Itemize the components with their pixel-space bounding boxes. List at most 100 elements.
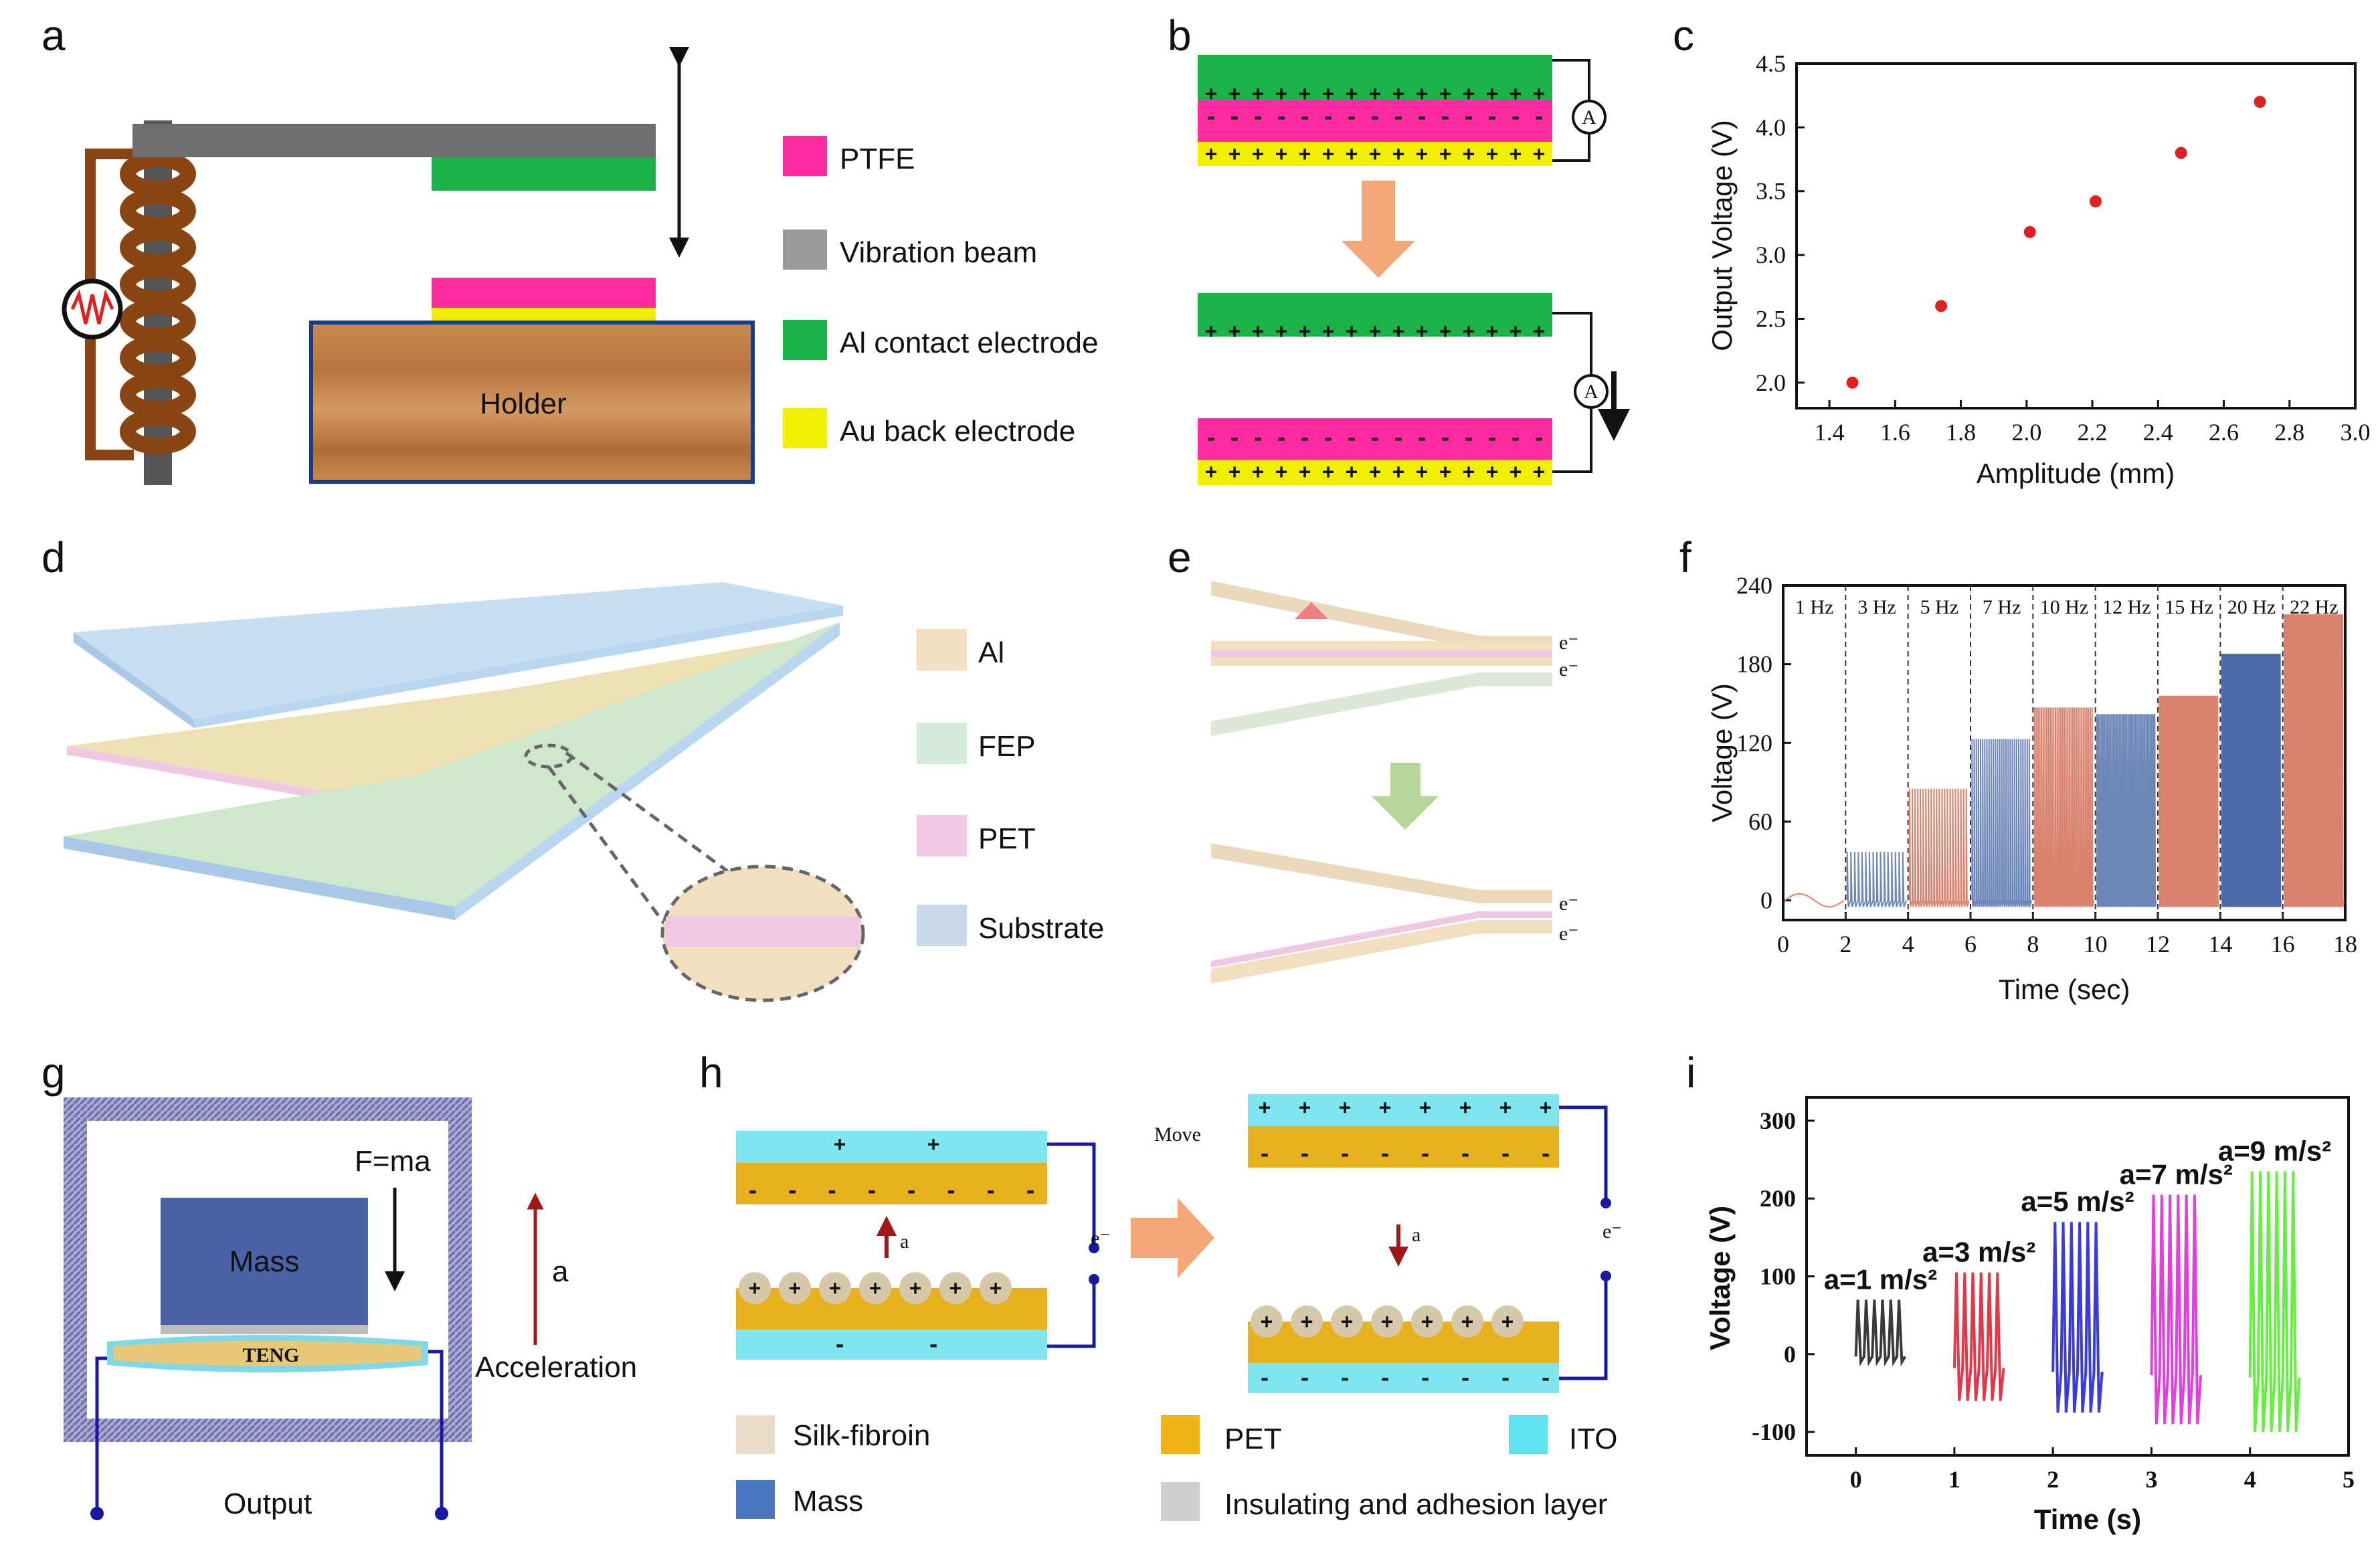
charge-sign: + — [1463, 460, 1475, 484]
electron-label-1: e⁻ — [1559, 632, 1578, 654]
charge-sign: + — [1419, 1096, 1431, 1119]
charge-sign: - — [1205, 106, 1217, 129]
y-tick-label: 4.0 — [1756, 114, 1786, 141]
x-tick-label: 0 — [1777, 931, 1789, 958]
x-tick-label: 6 — [1964, 931, 1977, 958]
charge-sign: - — [1486, 427, 1498, 450]
x-tick-label: 2.4 — [2143, 419, 2173, 446]
charge-sign: - — [1299, 1367, 1311, 1390]
al-electrode — [432, 157, 656, 191]
teng-label: TENG — [242, 1344, 299, 1366]
charge-sign: + — [990, 1277, 1002, 1300]
charge-sign: + — [1392, 143, 1404, 166]
y-tick-label: 3.5 — [1756, 178, 1786, 205]
x-tick-label: 10 — [2084, 931, 2108, 958]
charge-sign: + — [1275, 460, 1287, 484]
mass-label: Mass — [229, 1245, 299, 1278]
panel-label-d: d — [41, 533, 66, 581]
charge-sign: - — [1346, 427, 1358, 450]
acceleration-label: a=1 m/s² — [1824, 1263, 1937, 1295]
charge-sign: - — [1486, 106, 1498, 129]
au-layer — [432, 308, 656, 323]
charge-sign: + — [1299, 460, 1311, 484]
panel-b-schematic: A A — [1198, 55, 1630, 485]
charge-sign: - — [1228, 427, 1241, 450]
charge-sign: + — [789, 1277, 801, 1300]
legend-swatch-au — [783, 408, 827, 448]
x-tick-label: 1.6 — [1880, 419, 1910, 446]
charge-sign: + — [1322, 143, 1334, 166]
x-tick-label: 3.0 — [2341, 419, 2371, 446]
x-tick-label: 1.4 — [1815, 419, 1845, 446]
charge-sign: + — [949, 1277, 962, 1300]
charge-sign: - — [1205, 427, 1217, 450]
legend-ptfe: PTFE — [840, 143, 915, 175]
charge-sign: - — [747, 1180, 759, 1203]
charge-sign: - — [1024, 1180, 1036, 1203]
legend-swatch-fep — [917, 723, 967, 764]
panel-label-i: i — [1686, 1049, 1696, 1097]
y-tick-label: 2.5 — [1756, 305, 1786, 332]
y-tick-label: 200 — [1760, 1185, 1796, 1212]
h-a-label-1: a — [900, 1231, 909, 1253]
charge-sign: + — [1533, 143, 1545, 166]
x-tick-label: 3 — [2145, 1466, 2157, 1493]
legend-swatch-substrate — [917, 905, 967, 946]
charge-sign: + — [1299, 143, 1311, 166]
legend-swatch-pet — [1161, 1415, 1200, 1454]
x-tick-label: 14 — [2208, 931, 2232, 958]
x-tick-label: 1 — [1948, 1466, 1960, 1493]
charge-sign: + — [1509, 460, 1522, 484]
charge-sign: - — [1252, 106, 1264, 129]
trace-segment — [2096, 714, 2157, 907]
x-tick-label: 5 — [2343, 1466, 2355, 1493]
charge-sign: + — [1299, 82, 1311, 106]
charge-sign: - — [1369, 106, 1381, 129]
charge-sign: + — [1252, 143, 1264, 166]
charge-sign: + — [927, 1133, 939, 1156]
charge-sign: - — [1499, 1367, 1512, 1390]
charge-sign: + — [1533, 460, 1545, 484]
panel-d-legend: Al FEP PET Substrate — [917, 629, 1104, 946]
charge-sign: + — [1501, 1310, 1514, 1334]
ammeter-icon — [1572, 100, 1607, 134]
charge-sign: + — [1439, 320, 1451, 343]
charge-sign: - — [1533, 106, 1545, 129]
panel-a-schematic: Holder — [62, 47, 755, 485]
holder-block — [309, 321, 755, 484]
trace-segment — [1846, 851, 1908, 907]
trace-segment — [2284, 614, 2345, 907]
frequency-label: 22 Hz — [2290, 596, 2338, 618]
legend-swatch-insulating — [1161, 1482, 1200, 1521]
legend-swatch-ito — [1509, 1415, 1548, 1454]
charge-sign: - — [1439, 106, 1451, 129]
charge-sign: + — [1509, 82, 1522, 106]
panel-label-e: e — [1168, 533, 1192, 581]
panel-label-c: c — [1673, 11, 1694, 60]
charge-sign: + — [1369, 460, 1381, 484]
chart-i-xlabel: Time (s) — [2034, 1504, 2141, 1535]
data-point — [2254, 96, 2266, 108]
charge-sign: - — [1416, 106, 1428, 129]
charge-sign: - — [1419, 1367, 1431, 1390]
y-tick-label: 180 — [1736, 651, 1772, 678]
data-point — [1935, 300, 1948, 312]
charge-sign: - — [985, 1180, 997, 1203]
charge-sign: - — [786, 1180, 798, 1203]
x-tick-label: 2.2 — [2078, 419, 2108, 446]
down-arrow-icon — [1372, 763, 1439, 830]
panel-a-legend: PTFE Vibration beam Al contact electrode… — [783, 136, 1098, 448]
charge-sign: + — [869, 1277, 881, 1300]
y-tick-label: 0 — [1760, 887, 1772, 914]
panel-label-h: h — [699, 1049, 723, 1097]
frequency-label: 3 Hz — [1857, 596, 1896, 618]
legend-au-back: Au back electrode — [840, 415, 1075, 448]
down-arrow-icon — [1342, 181, 1415, 278]
charge-sign: - — [834, 1334, 846, 1357]
data-point — [2175, 147, 2187, 159]
electron-label-2: e⁻ — [1559, 658, 1578, 680]
ptfe-layer — [432, 278, 656, 308]
charge-sign: - — [905, 1180, 917, 1203]
legend-swatch-al — [917, 629, 967, 670]
charge-sign: + — [1486, 320, 1498, 343]
